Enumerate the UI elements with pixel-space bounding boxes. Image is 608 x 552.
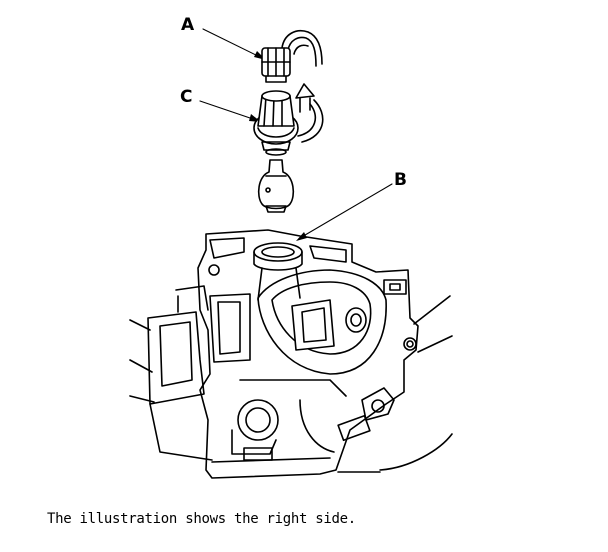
figure-caption: The illustration shows the right side. bbox=[47, 511, 356, 527]
socket-connector-icon bbox=[261, 30, 323, 83]
leader-line-b bbox=[296, 183, 393, 241]
bulb-icon bbox=[257, 159, 295, 213]
rotation-arrow-icon bbox=[295, 83, 324, 143]
callout-a-label: A bbox=[181, 15, 195, 35]
callout-b-label: B bbox=[394, 170, 407, 190]
leader-line-c bbox=[199, 100, 261, 122]
bulb-socket-icon bbox=[253, 90, 299, 156]
headlight-housing-icon bbox=[197, 229, 419, 479]
bumper-structure-right bbox=[337, 295, 453, 473]
leader-line-a bbox=[202, 28, 266, 60]
callout-c-label: C bbox=[180, 87, 193, 107]
bumper-structure-left bbox=[129, 285, 213, 461]
